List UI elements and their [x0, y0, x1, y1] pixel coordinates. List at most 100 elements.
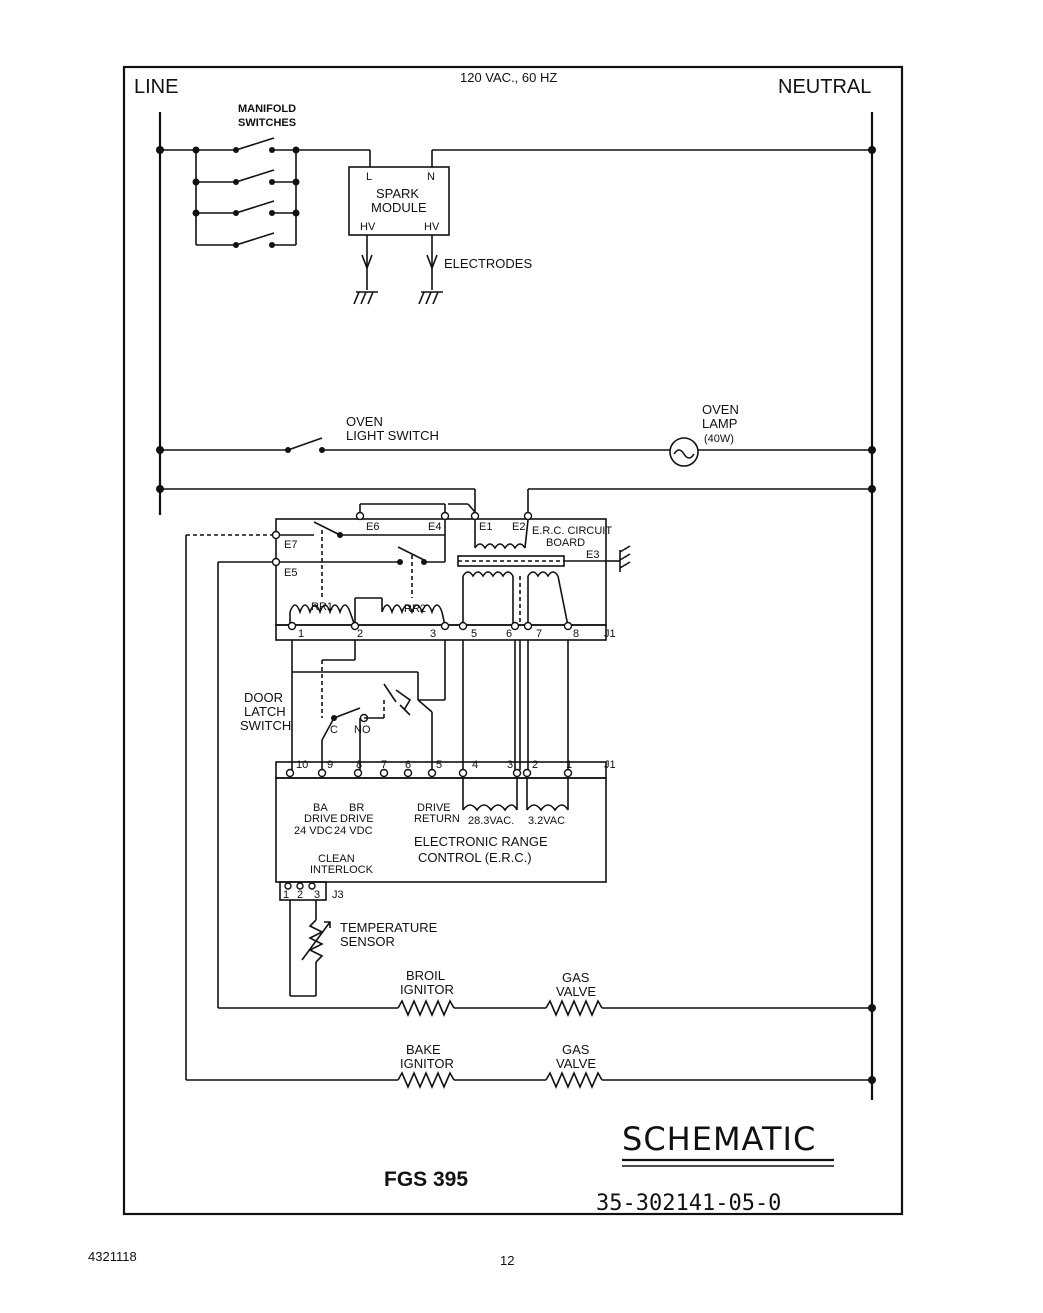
- door-latch-label-2: LATCH: [244, 704, 286, 719]
- oven-lamp-label-2: LAMP: [702, 416, 737, 431]
- terminal-j1-bottom: J1: [604, 759, 616, 771]
- doc-number: 4321118: [88, 1249, 137, 1264]
- temp-sensor-label-2: SENSOR: [340, 934, 395, 949]
- terminal-j1-top: J1: [604, 628, 616, 640]
- vac-3-label: 3.2VAC: [528, 815, 565, 827]
- erc-label-1: ELECTRONIC RANGE: [414, 834, 548, 849]
- bake-circuit: BAKE IGNITOR GAS VALVE: [186, 1042, 876, 1090]
- bottom-pin-8: 8: [356, 759, 362, 771]
- temp-sensor-label-1: TEMPERATURE: [340, 920, 438, 935]
- top-pin-5: 5: [471, 628, 477, 640]
- oven-lamp-icon: [669, 437, 699, 467]
- terminal-j3: J3: [332, 889, 344, 901]
- erc-board-label-2: BOARD: [546, 537, 585, 549]
- top-pin-3: 3: [430, 628, 436, 640]
- relay-rr2-label: RR2: [404, 603, 426, 615]
- br-drive-label-3: 24 VDC: [334, 825, 373, 837]
- neutral-label: NEUTRAL: [778, 76, 871, 98]
- bottom-pin-10: 10: [296, 759, 308, 771]
- board-interconnect: DOOR LATCH SWITCH C NO: [240, 640, 569, 770]
- supply-label: 120 VAC., 60 HZ: [460, 70, 557, 85]
- ba-drive-label-1: BA: [313, 802, 328, 814]
- terminal-e1: E1: [479, 521, 492, 533]
- spark-l-label: L: [366, 171, 372, 183]
- relay-rr1-label: RR1: [311, 601, 333, 613]
- oven-lamp-label-3: (40W): [704, 433, 734, 445]
- terminal-e4: E4: [428, 521, 441, 533]
- spark-hv1: HV: [360, 221, 376, 233]
- bottom-pin-9: 9: [327, 759, 333, 771]
- top-pin-6: 6: [506, 628, 512, 640]
- manifold-label-2: SWITCHES: [238, 117, 296, 129]
- erc-label-2: CONTROL (E.R.C.): [418, 850, 532, 865]
- electrodes-label: ELECTRODES: [444, 256, 532, 271]
- terminal-e3: E3: [586, 549, 599, 561]
- temperature-sensor: 1 2 3 J3 TEMPERATURE SENSOR: [279, 881, 438, 997]
- schematic-title: SCHEMATIC: [622, 1120, 816, 1158]
- ba-drive-label-2: DRIVE: [304, 813, 338, 825]
- bottom-pin-2: 2: [532, 759, 538, 771]
- spark-hv2: HV: [424, 221, 440, 233]
- terminal-e5: E5: [284, 567, 297, 579]
- erc-board-label-1: E.R.C. CIRCUIT: [532, 525, 612, 537]
- broil-ignitor-label-1: BROIL: [406, 968, 445, 983]
- br-drive-label-1: BR: [349, 802, 364, 814]
- oven-light-label-1: OVEN: [346, 414, 383, 429]
- door-latch-label-1: DOOR: [244, 690, 283, 705]
- bottom-pin-5: 5: [436, 759, 442, 771]
- drive-return-label-2: RETURN: [414, 813, 460, 825]
- clean-interlock-label-2: INTERLOCK: [310, 864, 374, 876]
- electronic-range-control: J1 10 9 8 7 6 5 4 3 2 1 BA: [275, 759, 616, 883]
- spark-n-label: N: [427, 171, 435, 183]
- door-c-label: C: [330, 724, 338, 736]
- terminal-e2: E2: [512, 521, 525, 533]
- oven-light-circuit: OVEN LIGHT SWITCH OVEN LAMP (40W): [156, 402, 876, 467]
- terminal-e7: E7: [284, 539, 297, 551]
- diagram-frame: [122, 65, 904, 1216]
- bake-gas-valve-icon: [545, 1070, 603, 1090]
- manifold-switches: MANIFOLD SWITCHES: [156, 103, 370, 248]
- bake-gas-valve-label-2: VALVE: [556, 1056, 596, 1071]
- bake-ignitor-label-2: IGNITOR: [400, 1056, 454, 1071]
- broil-gas-valve-label-2: VALVE: [556, 984, 596, 999]
- broil-gas-valve-label-1: GAS: [562, 970, 590, 985]
- j3-pin-3: 3: [314, 889, 320, 901]
- clean-interlock-label-1: CLEAN: [318, 853, 355, 865]
- j1-bottom-pins: 10 9 8 7 6 5 4 3 2 1: [285, 759, 573, 778]
- door-no-label: NO: [354, 724, 371, 736]
- manifold-label-1: MANIFOLD: [238, 103, 296, 115]
- part-number: 35-302141-05-0: [596, 1191, 781, 1216]
- vac-28-label: 28.3VAC.: [468, 815, 514, 827]
- bottom-pin-7: 7: [381, 759, 387, 771]
- drive-return-label-1: DRIVE: [417, 802, 451, 814]
- top-pin-8: 8: [573, 628, 579, 640]
- spark-label-1: SPARK: [376, 186, 419, 201]
- door-latch-label-3: SWITCH: [240, 718, 291, 733]
- top-pin-2: 2: [357, 628, 363, 640]
- bottom-pin-1: 1: [566, 759, 572, 771]
- broil-circuit: BROIL IGNITOR GAS VALVE: [218, 968, 876, 1018]
- broil-gas-valve-icon: [545, 998, 603, 1018]
- spark-label-2: MODULE: [371, 200, 427, 215]
- model-number: FGS 395: [384, 1168, 468, 1191]
- j1-top-pins: 1 2 3 5 6 7 8: [287, 621, 579, 640]
- oven-lamp-label-1: OVEN: [702, 402, 739, 417]
- erc-circuit-board: E.R.C. CIRCUIT BOARD E6 E4 E1 E2 E3 E7 E…: [275, 503, 631, 641]
- bake-gas-valve-label-1: GAS: [562, 1042, 590, 1057]
- terminal-e6: E6: [366, 521, 379, 533]
- title-block: SCHEMATIC FGS 395 35-302141-05-0: [384, 1120, 834, 1216]
- line-label: LINE: [134, 76, 178, 98]
- broil-ignitor-icon: [397, 998, 455, 1018]
- oven-light-label-2: LIGHT SWITCH: [346, 428, 439, 443]
- j3-pin-1: 1: [283, 889, 289, 901]
- bottom-pin-6: 6: [405, 759, 411, 771]
- top-pin-7: 7: [536, 628, 542, 640]
- page-number: 12: [500, 1253, 514, 1268]
- broil-ignitor-label-2: IGNITOR: [400, 982, 454, 997]
- top-pin-1: 1: [298, 628, 304, 640]
- bottom-pin-4: 4: [472, 759, 478, 771]
- ba-drive-label-3: 24 VDC: [294, 825, 333, 837]
- spark-module: L N SPARK MODULE HV HV ELECTRODES: [348, 146, 876, 305]
- bake-ignitor-icon: [397, 1070, 455, 1090]
